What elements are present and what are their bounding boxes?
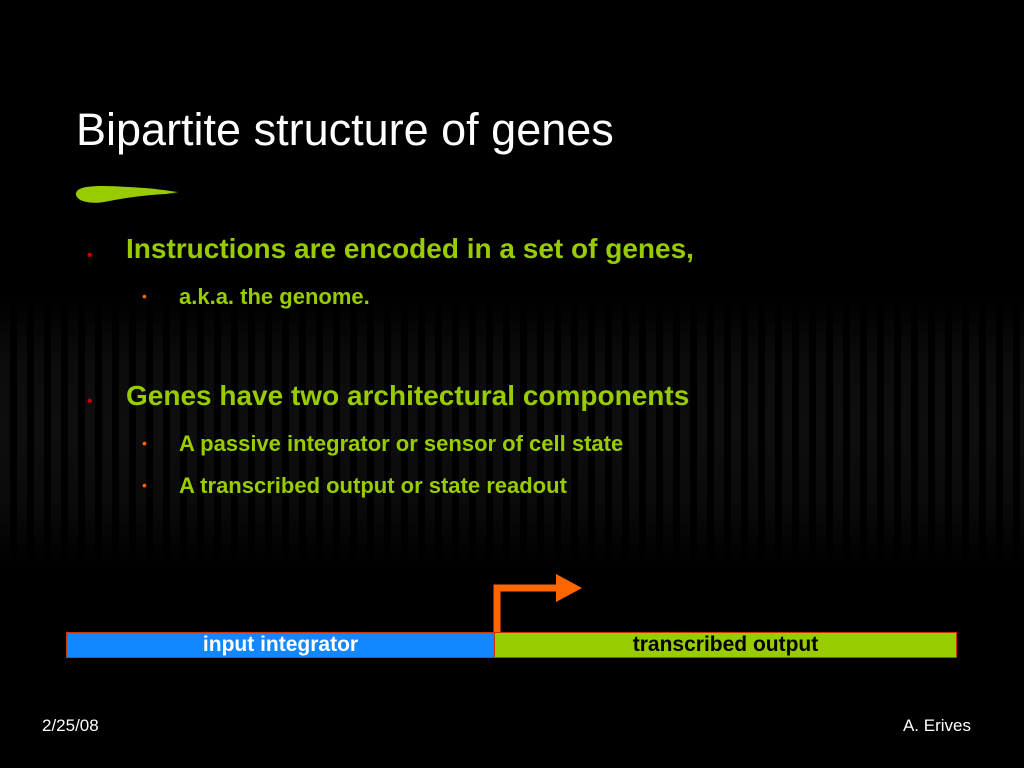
sub-bullet-item: A transcribed output or state readout	[179, 473, 567, 498]
background-stripes	[0, 295, 1024, 570]
title-brush-stroke	[75, 186, 180, 203]
sub-bullet-item: a.k.a. the genome.	[179, 284, 370, 309]
footer-author: A. Erives	[902, 716, 971, 735]
input-integrator-label: input integrator	[202, 633, 359, 656]
footer-date: 2/25/08	[42, 716, 99, 735]
bullet-item: Genes have two architectural components	[126, 380, 690, 411]
sub-bullet-item: A passive integrator or sensor of cell s…	[179, 431, 624, 456]
sub-bullet-dot: •	[142, 435, 147, 451]
gene-diagram: input integrator transcribed output	[66, 632, 957, 658]
transcribed-output-segment: transcribed output	[494, 632, 957, 658]
bullet-item: Instructions are encoded in a set of gen…	[126, 233, 694, 264]
transcribed-output-label: transcribed output	[632, 633, 819, 656]
slide-title: Bipartite structure of genes	[76, 104, 614, 155]
sub-bullet-dot: •	[142, 288, 147, 304]
bullet-dot: •	[87, 393, 93, 410]
bullet-dot: •	[87, 247, 93, 264]
input-integrator-segment: input integrator	[66, 632, 495, 658]
sub-bullet-dot: •	[142, 477, 147, 493]
transcription-start-arrow	[493, 574, 582, 632]
